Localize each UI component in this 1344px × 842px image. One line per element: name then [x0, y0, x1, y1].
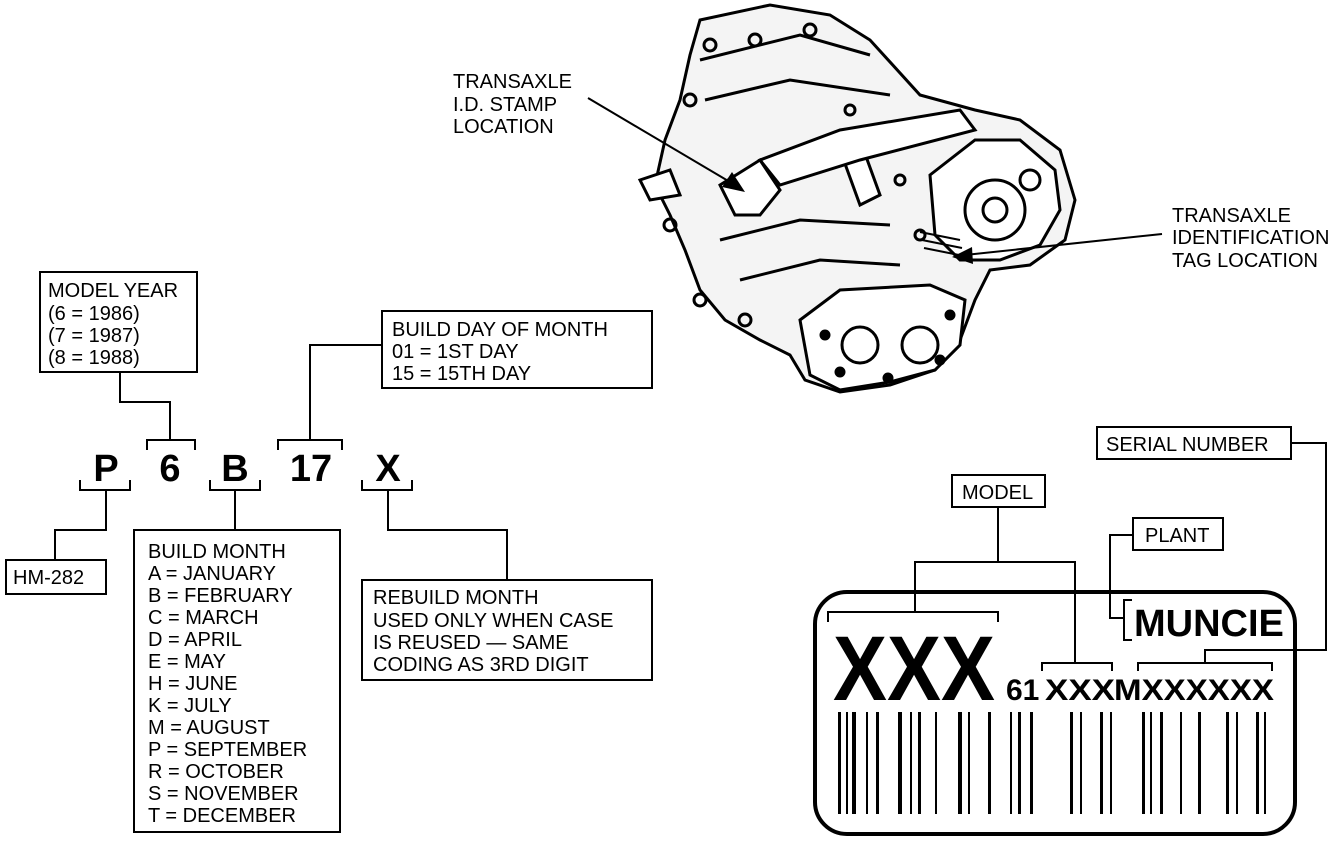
model-year-connector — [119, 372, 171, 440]
stamp-callout-line-2: I.D. STAMP — [453, 94, 557, 116]
year-top-bracket — [146, 439, 196, 450]
stamp-location-callout: TRANSAXLE I.D. STAMP LOCATION — [453, 71, 572, 138]
model-year-line-1: (6 = 1986) — [48, 303, 140, 325]
code-char-plant: P — [93, 448, 118, 490]
build-month-item: S = NOVEMBER — [148, 783, 299, 805]
rebuild-line-4: CODING AS 3RD DIGIT — [373, 654, 589, 676]
build-month-item: T = DECEMBER — [148, 805, 296, 827]
model-code-bracket — [1041, 662, 1113, 671]
hm-282-box — [5, 559, 107, 595]
hm-282-label: HM-282 — [13, 567, 84, 589]
big-code-bracket — [827, 611, 999, 622]
build-month-item: K = JULY — [148, 695, 232, 717]
stamp-arrowhead — [722, 172, 745, 192]
day-top-bracket — [277, 439, 343, 450]
build-month-item: P = SEPTEMBER — [148, 739, 307, 761]
build-month-item: B = FEBRUARY — [148, 585, 293, 607]
tag-location-callout: TRANSAXLE IDENTIFICATION TAG LOCATION — [1172, 205, 1329, 272]
build-month-list: A = JANUARY B = FEBRUARY C = MARCH D = A… — [148, 563, 307, 827]
plant-label: PLANT — [1145, 525, 1209, 547]
hm-connector — [54, 490, 107, 560]
build-day-line-1: 01 = 1ST DAY — [392, 341, 519, 363]
tag-serial-prefix: 61 — [1006, 674, 1039, 707]
tag-arrowhead — [952, 247, 973, 264]
build-day-title: BUILD DAY OF MONTH — [392, 319, 608, 341]
transaxle-illustration — [637, 3, 1077, 394]
build-day-connector — [309, 344, 382, 440]
serial-connector — [1204, 442, 1327, 663]
build-month-item: H = JUNE — [148, 673, 237, 695]
tag-leader-line — [964, 233, 1163, 256]
build-month-item: C = MARCH — [148, 607, 259, 629]
serial-code-bracket — [1137, 662, 1273, 671]
code-sequence: P 6 B 17 X — [79, 439, 413, 491]
code-char-day: 17 — [290, 448, 332, 490]
tag-big-code: XXX — [833, 618, 995, 720]
build-month-item: A = JANUARY — [148, 563, 276, 585]
tag-serial-code: MXXXXXX — [1114, 674, 1274, 707]
build-month-title: BUILD MONTH — [148, 541, 286, 563]
model-connector-branch — [914, 561, 1076, 663]
build-month-item: M = AUGUST — [148, 717, 270, 739]
code-char-rebuild: X — [375, 448, 401, 490]
tag-barcode — [838, 712, 1266, 814]
model-label: MODEL — [962, 482, 1033, 504]
stamp-callout-line-3: LOCATION — [453, 116, 554, 138]
code-char-year: 6 — [159, 448, 180, 490]
brand-bracket — [1123, 599, 1132, 641]
build-month-box — [133, 529, 341, 833]
rebuild-month-box — [361, 579, 653, 681]
rebuild-line-2: USED ONLY WHEN CASE — [373, 610, 613, 632]
model-year-box — [39, 271, 198, 373]
tag-model-code: XXX — [1045, 674, 1115, 707]
stamp-callout-line-1: TRANSAXLE — [453, 71, 572, 93]
build-month-item: E = MAY — [148, 651, 226, 673]
rebuild-connector — [387, 490, 508, 580]
serial-number-label: SERIAL NUMBER — [1106, 434, 1269, 456]
tag-callout-line-1: TRANSAXLE — [1172, 205, 1291, 227]
rebuild-line-3: IS REUSED — SAME — [373, 632, 569, 654]
tag-brand: MUNCIE — [1134, 603, 1284, 645]
tag-callout-line-2: IDENTIFICATION — [1172, 227, 1329, 249]
code-char-month: B — [221, 448, 248, 490]
rebuild-line-1: REBUILD MONTH — [373, 587, 539, 609]
build-day-line-2: 15 = 15TH DAY — [392, 363, 531, 385]
serial-number-box — [1096, 426, 1292, 460]
build-day-box — [381, 310, 653, 389]
stamp-leader-line — [587, 97, 736, 186]
plant-box — [1132, 517, 1224, 551]
build-month-item: D = APRIL — [148, 629, 242, 651]
model-year-line-2: (7 = 1987) — [48, 325, 140, 347]
build-month-item: R = OCTOBER — [148, 761, 284, 783]
model-year-title: MODEL YEAR — [48, 280, 178, 302]
model-year-line-3: (8 = 1988) — [48, 347, 140, 369]
plant-connector — [1109, 534, 1133, 619]
tag-callout-line-3: TAG LOCATION — [1172, 250, 1318, 272]
